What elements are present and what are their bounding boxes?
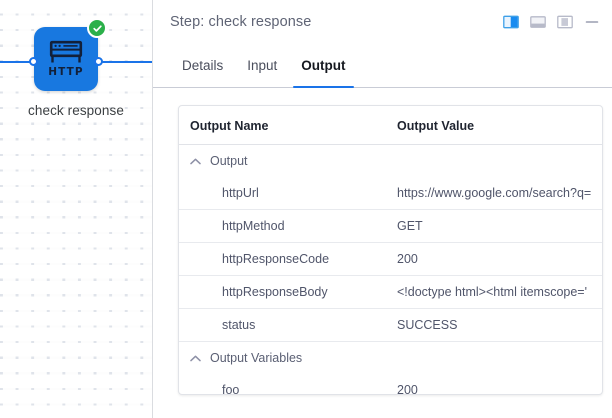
table-row[interactable]: httpResponseBody <!doctype html><html it…	[179, 275, 602, 309]
http-node-icon	[49, 40, 83, 66]
output-name-cell: httpResponseCode	[179, 242, 389, 276]
chevron-up-icon[interactable]	[190, 353, 201, 364]
workflow-canvas[interactable]: HTTP check response	[0, 0, 152, 418]
node-body[interactable]: HTTP	[34, 18, 107, 91]
column-header-output-value: Output Value	[389, 106, 602, 145]
output-value-cell: <!doctype html><html itemscope='	[389, 275, 602, 309]
minimize-icon[interactable]	[584, 14, 600, 30]
output-name-cell: httpMethod	[179, 209, 389, 243]
output-table: Output Name Output Value	[179, 106, 602, 395]
node-input-port[interactable]	[29, 57, 38, 66]
group-label: Output	[210, 154, 248, 168]
output-name-cell: httpUrl	[179, 177, 389, 210]
output-name-cell: status	[179, 308, 389, 342]
output-table-card: Output Name Output Value	[178, 105, 603, 395]
group-cell: Output Variables	[179, 342, 602, 375]
bottom-panel-icon[interactable]	[530, 14, 546, 30]
output-value-cell: GET	[389, 209, 602, 243]
table-group-row-output-variables[interactable]: Output Variables	[179, 342, 602, 375]
side-panel-icon[interactable]	[503, 14, 519, 30]
group-cell: Output	[179, 145, 602, 178]
chevron-up-icon[interactable]	[190, 156, 201, 167]
table-row[interactable]: status SUCCESS	[179, 308, 602, 342]
table-group-row-output[interactable]: Output	[179, 145, 602, 178]
right-panel-icon[interactable]	[557, 14, 573, 30]
tab-details[interactable]: Details	[182, 58, 224, 73]
output-value-cell: 200	[389, 242, 602, 276]
table-header-row: Output Name Output Value	[179, 106, 602, 145]
workflow-node-check-response[interactable]: HTTP	[29, 18, 107, 91]
output-name-cell: httpResponseBody	[179, 275, 389, 309]
panel-tabs: Details Input Output	[153, 44, 612, 88]
tab-input[interactable]: Input	[247, 58, 278, 73]
table-row[interactable]: httpUrl https://www.google.com/search?q=	[179, 177, 602, 210]
output-tab-content: Output Name Output Value	[153, 88, 612, 418]
panel-header: Step: check response	[153, 0, 612, 44]
check-circle-icon	[87, 18, 107, 38]
node-output-port[interactable]	[94, 57, 103, 66]
output-value-cell: SUCCESS	[389, 308, 602, 342]
node-label: check response	[28, 103, 124, 118]
output-name-cell: foo	[222, 383, 240, 395]
step-details-panel: Step: check response	[152, 0, 612, 418]
tab-output[interactable]: Output	[289, 44, 357, 88]
panel-action-buttons	[503, 14, 600, 30]
output-value-cell: https://www.google.com/search?q=	[389, 177, 602, 210]
table-row[interactable]: httpResponseCode 200	[179, 242, 602, 276]
group-label: Output Variables	[210, 351, 303, 365]
node-icon-label: HTTP	[48, 66, 84, 79]
table-row[interactable]: foo 200	[179, 374, 602, 395]
table-row[interactable]: httpMethod GET	[179, 209, 602, 243]
page-title: Step: check response	[170, 14, 312, 30]
output-value-cell: 200	[397, 383, 418, 395]
column-header-output-name: Output Name	[179, 106, 389, 145]
